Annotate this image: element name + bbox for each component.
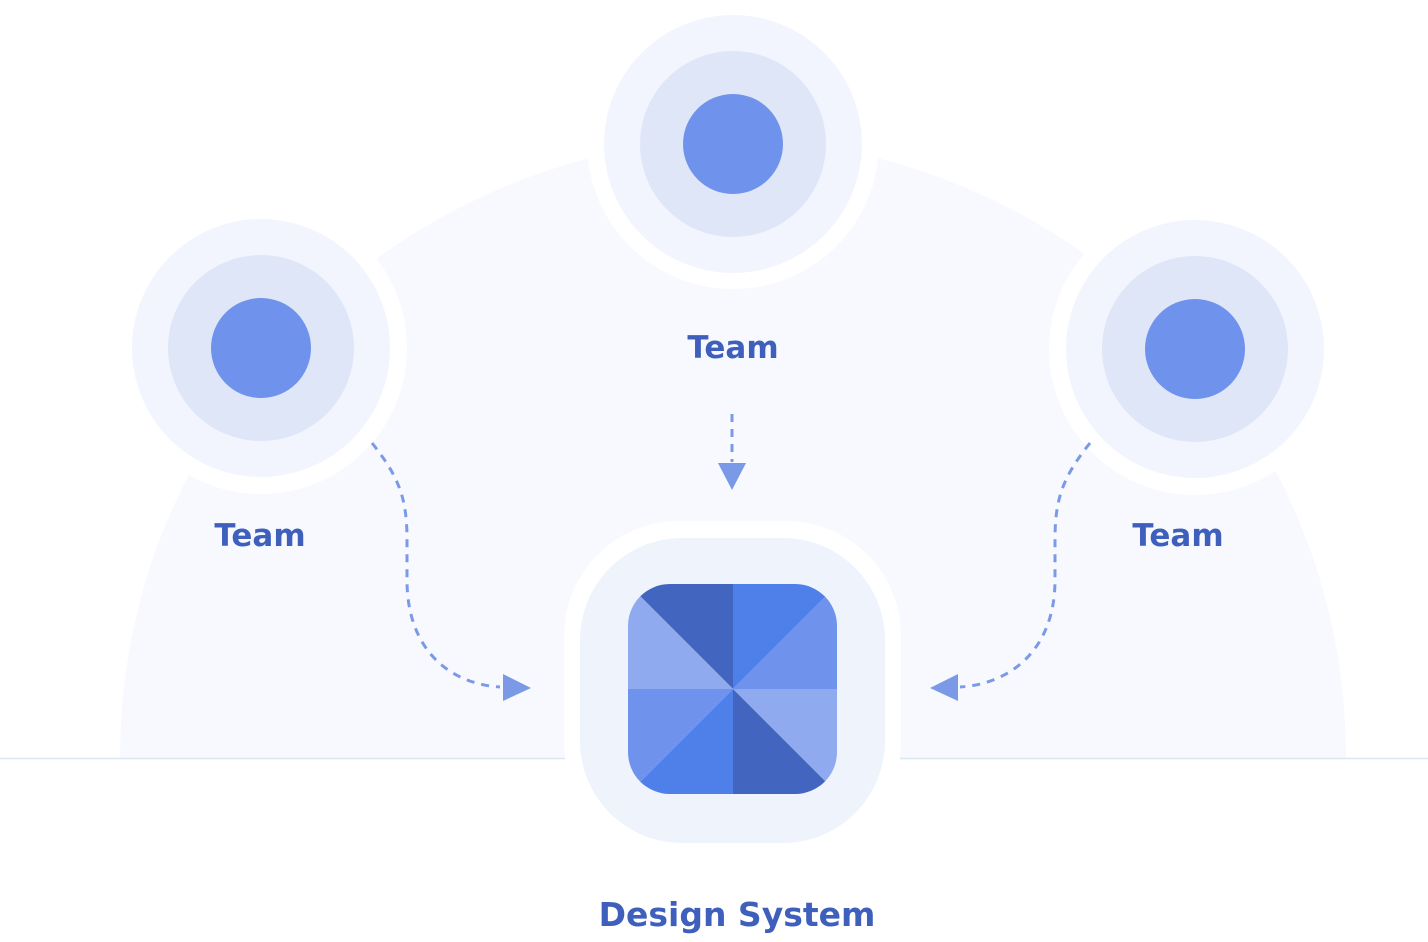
arrowhead-icon <box>930 674 958 701</box>
dashed-connector <box>370 442 501 689</box>
team-right-label: Team <box>1132 518 1223 554</box>
arrowhead-icon <box>718 463 746 490</box>
team-left-label: Team <box>214 518 305 554</box>
edge-right-to-design-system <box>930 442 1092 701</box>
team-node-left <box>115 202 407 494</box>
team-node-top <box>587 0 879 289</box>
arrowhead-icon <box>503 674 531 701</box>
team-avatar-icon <box>1145 299 1245 399</box>
edge-left-to-design-system <box>370 442 531 701</box>
edge-top-to-design-system <box>718 414 746 490</box>
team-node-right <box>1049 203 1341 495</box>
design-system-logo-icon <box>628 584 837 794</box>
team-top-label: Team <box>687 330 778 366</box>
design-system-label: Design System <box>599 895 876 934</box>
design-system-node <box>564 521 901 858</box>
team-avatar-icon <box>683 94 783 194</box>
team-avatar-icon <box>211 298 311 398</box>
